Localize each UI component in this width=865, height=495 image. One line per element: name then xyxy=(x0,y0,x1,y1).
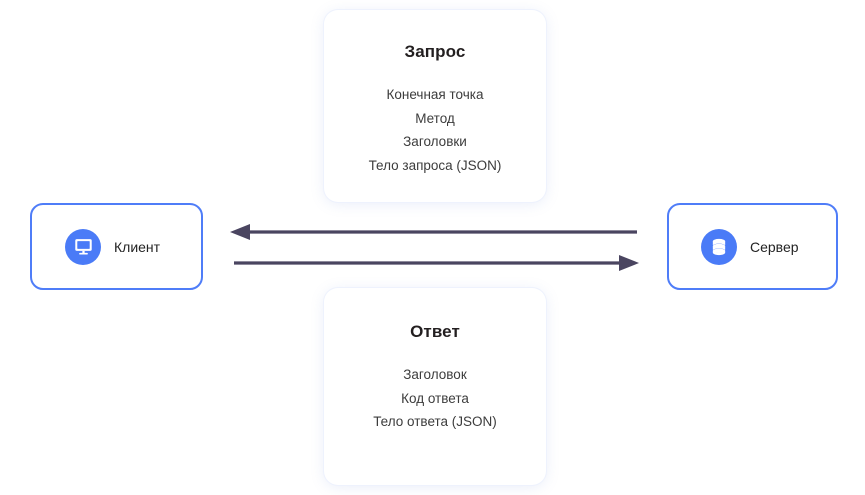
response-card-line: Тело ответа (JSON) xyxy=(373,414,497,429)
client-node-label: Клиент xyxy=(114,238,161,255)
desktop-monitor-icon xyxy=(65,228,101,265)
response-arrow xyxy=(230,224,637,240)
database-icon xyxy=(701,228,737,265)
request-card-line: Заголовки xyxy=(403,134,467,149)
response-card-line: Код ответа xyxy=(401,390,469,406)
request-card-line: Конечная точка xyxy=(386,87,484,102)
server-node-label: Сервер xyxy=(750,238,799,255)
request-card-line: Метод xyxy=(415,110,455,126)
response-card-title: Ответ xyxy=(410,322,460,341)
request-card-title: Запрос xyxy=(404,42,466,61)
request-card-lines: Конечная точка Метод Заголовки Тело запр… xyxy=(324,83,546,177)
request-arrow xyxy=(234,255,639,271)
client-node: Клиент xyxy=(30,203,203,290)
response-card-line: Заголовок xyxy=(403,367,467,382)
response-card: Ответ Заголовок Код ответа Тело ответа (… xyxy=(324,288,546,485)
response-card-lines: Заголовок Код ответа Тело ответа (JSON) xyxy=(324,363,546,434)
request-card-line: Тело запроса (JSON) xyxy=(368,157,502,173)
server-node: Сервер xyxy=(667,203,838,290)
request-card: Запрос Конечная точка Метод Заголовки Те… xyxy=(324,10,546,202)
